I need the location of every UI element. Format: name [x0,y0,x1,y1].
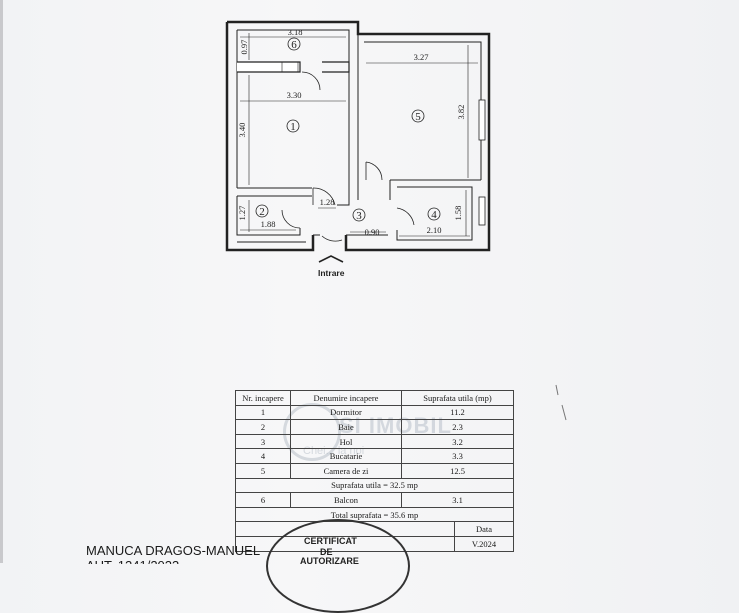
room-number: 6 [291,39,297,51]
authorization-stamp [266,519,410,613]
stamp-text: CERTIFICAT [304,536,357,546]
table-cell: 11.2 [401,404,514,421]
header-cell: Denumire incapere [290,390,402,406]
dimension-label: 0.97 [239,40,249,55]
table-row: 5 Camera de zi 12.5 [235,462,514,479]
dimension-label: 3.30 [287,90,302,100]
room-number: 3 [356,210,362,222]
table-cell: Dormitor [290,404,402,421]
table-cell: 4 [235,448,291,464]
table-cell: Hol [290,433,402,450]
dimension-label: 1.27 [237,206,247,221]
room-number: 2 [259,206,265,218]
subtotal-row: Suprafata utila = 32.5 mp [235,477,514,494]
table-cell: Baie [290,419,402,435]
room-number: 1 [290,121,296,133]
table-cell: 1 [235,404,291,421]
stamp-text: AUTORIZARE [300,556,359,566]
dimension-label: 1.58 [453,206,463,221]
dimension-label: 1.28 [320,197,335,207]
table-cell: Bucatarie [290,448,402,464]
author-name: MANUCA DRAGOS-MANUEL [86,543,261,558]
date-header-cell: Data [454,521,514,537]
dimension-label: 0.90 [365,227,380,237]
table-cell: 2 [235,419,291,435]
table-cell: 5 [235,462,291,479]
table-header-row: Nr. incapere Denumire incapere Suprafata… [235,390,514,406]
table-cell: Balcon [290,492,402,508]
dimension-label: 1.88 [261,219,276,229]
dimension-label: 3.82 [456,105,466,120]
table-cell: 6 [235,492,291,508]
table-cell: 3.3 [401,448,514,464]
table-cell: 3.2 [401,433,514,450]
subtotal-cell: Suprafata utila = 32.5 mp [235,477,514,494]
header-cell: Suprafata utila (mp) [401,390,514,406]
table-row: 6 Balcon 3.1 [235,492,514,508]
table-row: 2 Baie 2.3 [235,419,514,435]
total-row: Total suprafata = 35.6 mp [235,506,514,523]
total-cell: Total suprafata = 35.6 mp [235,506,514,523]
floor-plan: 6 1 5 2 3 4 3.18 0.97 3.30 3.40 3.27 3.8… [225,20,567,421]
dimension-label: 2.10 [427,225,442,235]
dimension-label: 3.27 [414,52,429,62]
table-cell: 2.3 [401,419,514,435]
stamp-text: DE [320,547,333,557]
table-cell: 3.1 [401,492,514,508]
room-number: 4 [431,209,437,221]
dimension-label: 3.18 [288,27,303,37]
table-row: 3 Hol 3.2 [235,433,514,450]
room-number: 5 [415,111,421,123]
table-row: 4 Bucatarie 3.3 [235,448,514,464]
table-cell: Camera de zi [290,462,402,479]
page-edge [0,0,3,563]
date-value-cell: V.2024 [454,535,514,552]
author-authorization: AUT. 1241/2023 [86,558,246,564]
table-cell: 3 [235,433,291,450]
header-cell: Nr. incapere [235,390,291,406]
table-row: 1 Dormitor 11.2 [235,404,514,421]
dimension-label: 3.40 [237,123,247,138]
table-cell: 12.5 [401,462,514,479]
entrance-label: Intrare [318,268,345,278]
